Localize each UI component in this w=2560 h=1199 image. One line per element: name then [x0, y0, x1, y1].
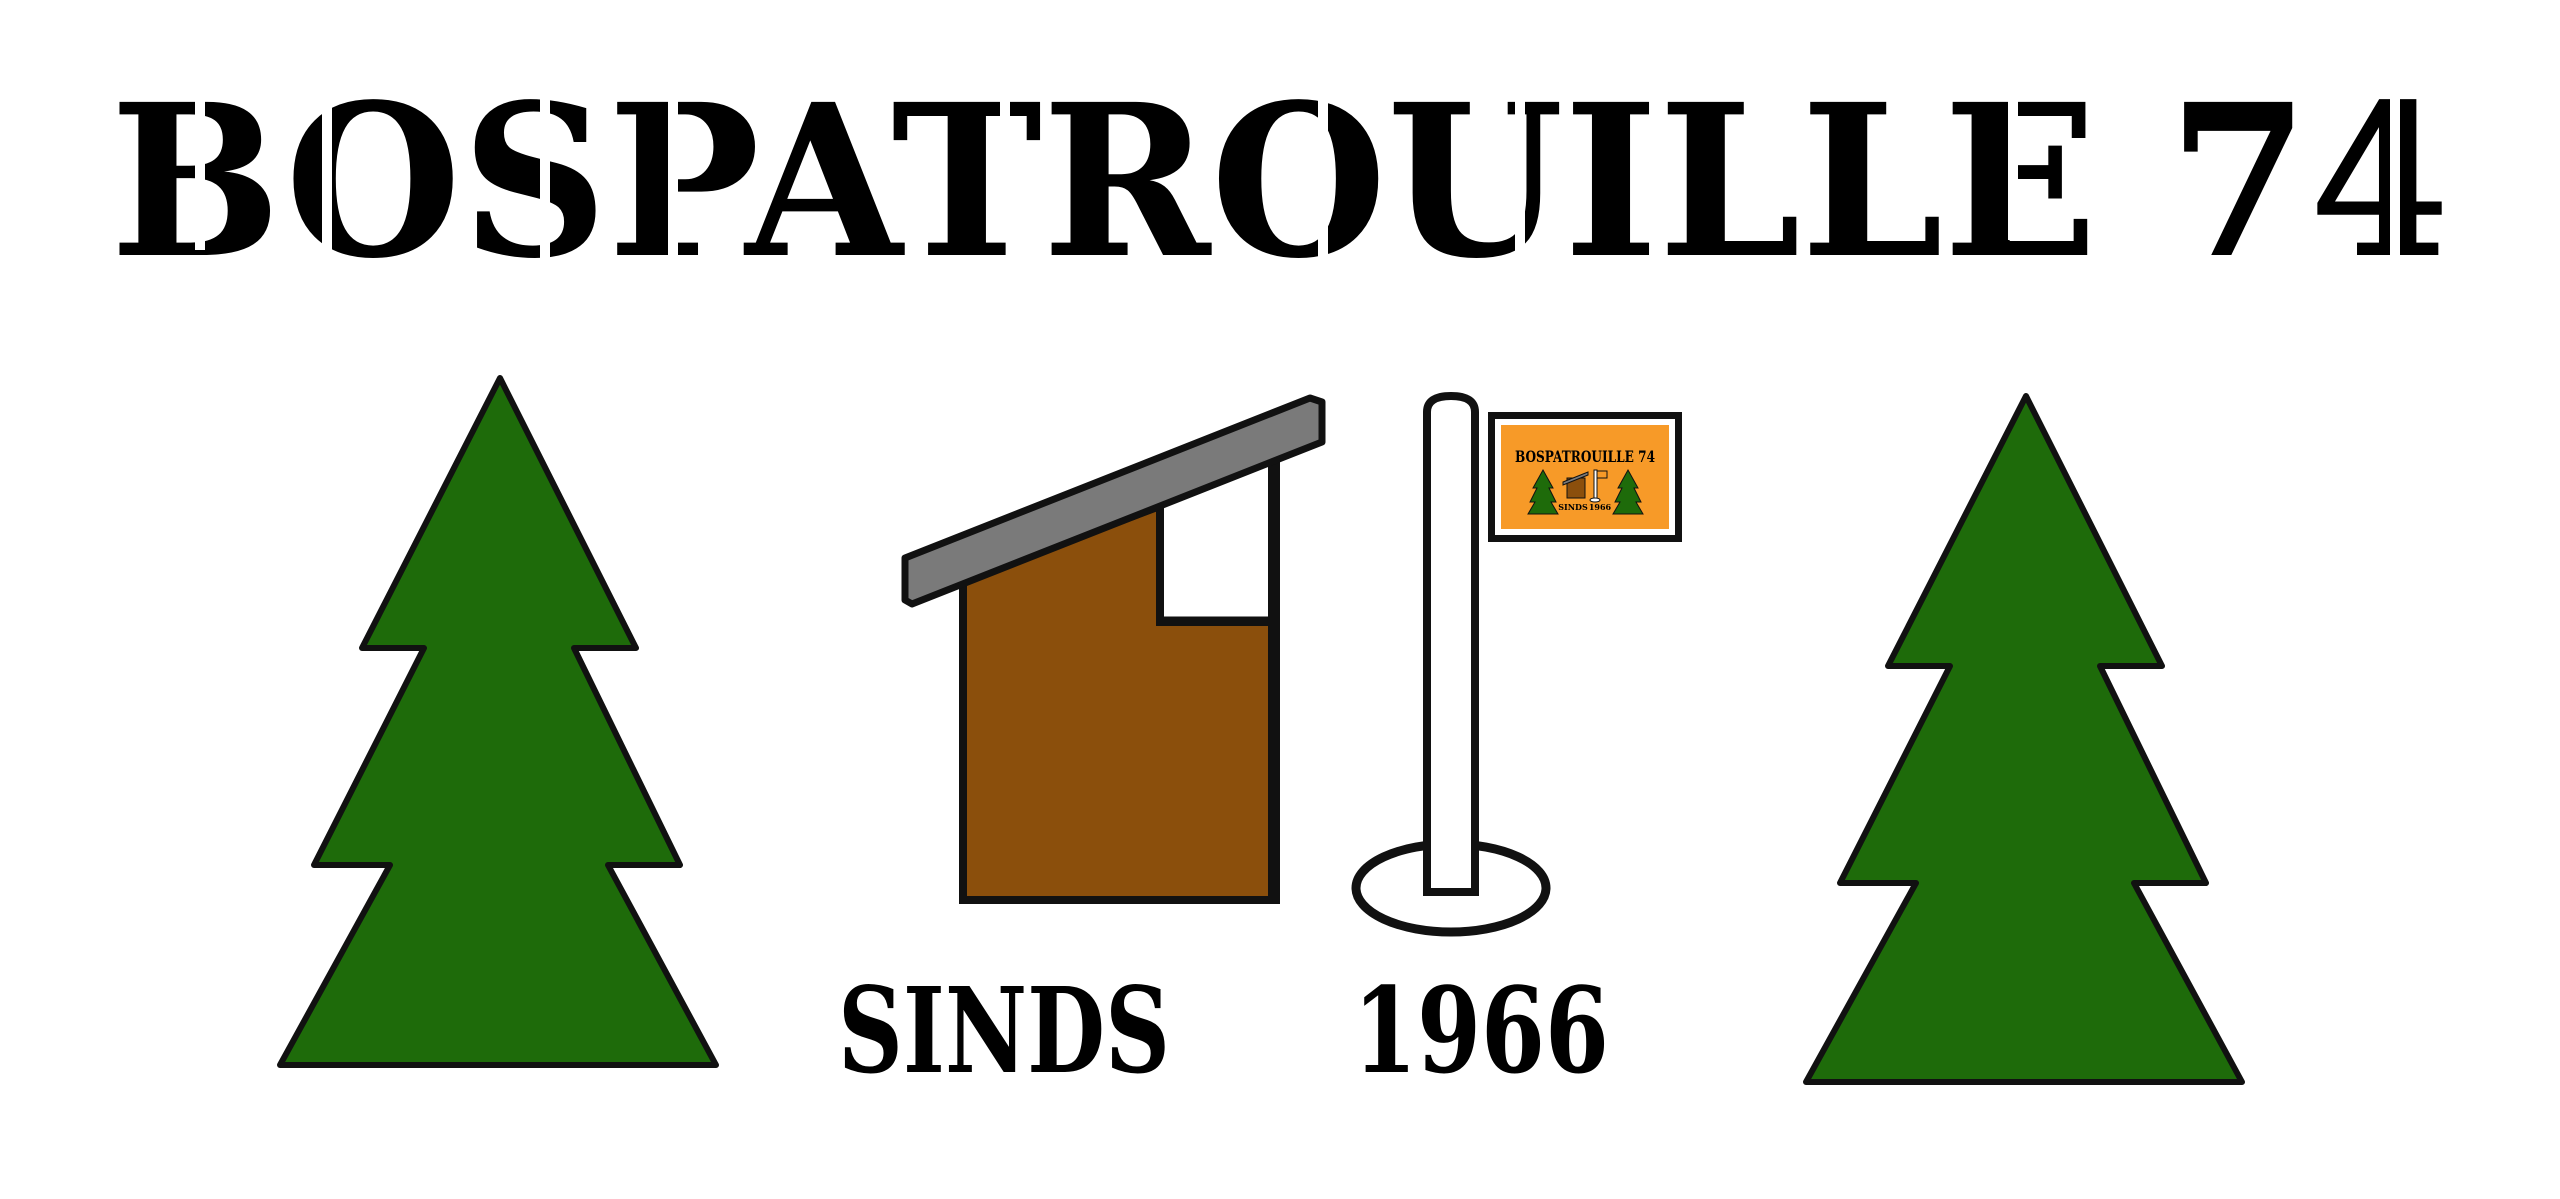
- flag-title: BOSPATROUILLE 74: [1515, 447, 1655, 466]
- flag-icon: BOSPATROUILLE 74 SINDS 1966: [1488, 412, 1682, 542]
- flag-mini-tree-left-icon: [1527, 468, 1559, 515]
- hut-icon: [901, 394, 1326, 904]
- title-stencil-gaps: [195, 80, 2400, 260]
- flag-mini-tree-right-icon: [1612, 468, 1644, 515]
- flag-mini-hut-icon: [1562, 471, 1589, 499]
- since-label: SINDS: [838, 961, 1170, 1100]
- logo-title: BOSPATROUILLE 74: [110, 58, 2450, 305]
- flagpole-icon: [1351, 391, 1551, 937]
- left-pine-tree-icon: [277, 375, 719, 1068]
- flag-since-label: SINDS: [1558, 502, 1588, 512]
- right-pine-tree-icon: [1803, 393, 2245, 1085]
- flag-mini-flagpole-icon: [1589, 469, 1608, 503]
- since-year: 1966: [1353, 961, 1609, 1100]
- flag-since-year: 1966: [1589, 502, 1612, 512]
